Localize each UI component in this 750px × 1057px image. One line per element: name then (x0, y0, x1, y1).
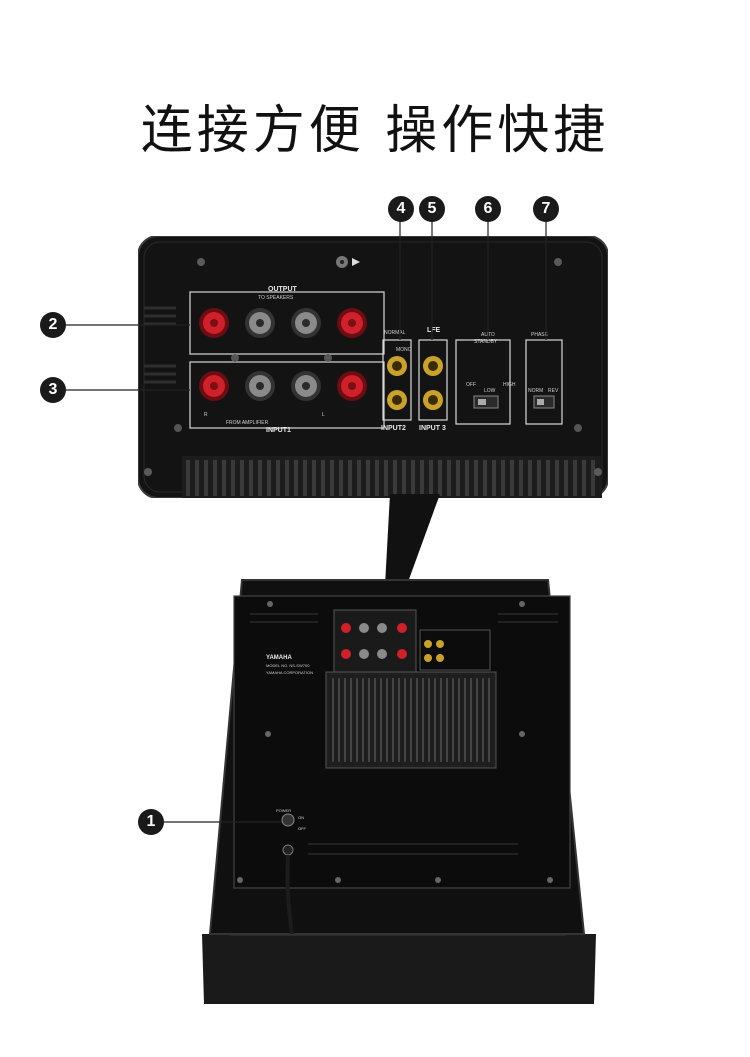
label-standby: STANDBY (474, 339, 498, 345)
device-brand: YAMAHA (266, 655, 292, 661)
label-standby-high: HIGH (503, 382, 516, 388)
label-from-amplifier: FROM AMPLIFIER (226, 420, 269, 426)
label-l-mark: L (322, 412, 325, 418)
device-model: MODEL NO. NS-SW700 (266, 663, 310, 668)
label-lfe: LFE (427, 327, 441, 334)
callout-3: 3 (40, 377, 66, 403)
input3-rca-jacks (423, 356, 443, 410)
power-off-label: OFF (298, 826, 306, 831)
callout-6: 6 (475, 196, 501, 222)
label-mono: MONO (396, 347, 412, 353)
callout-5: 5 (419, 196, 445, 222)
page-headline: 连接方便 操作快捷 (140, 101, 610, 161)
device-corp: YAMAHA CORPORATION (266, 670, 313, 675)
callout-4: 4 (388, 196, 414, 222)
label-input1: INPUT1 (266, 427, 291, 434)
label-input2: INPUT2 (381, 425, 406, 432)
label-standby-off: OFF (466, 382, 476, 388)
label-standby-low: LOW (484, 388, 496, 394)
input2-rca-jacks (387, 356, 407, 410)
input1-terminals (199, 371, 367, 401)
label-rev: REV (548, 388, 559, 394)
label-to-speakers: TO SPEAKERS (258, 295, 294, 301)
label-input3: INPUT 3 (419, 425, 446, 432)
callout-2: 2 (40, 312, 66, 338)
subwoofer-device (202, 579, 596, 1004)
label-r-mark: R (204, 412, 208, 418)
zoom-funnel (384, 494, 440, 604)
label-phase: PHASE (531, 332, 548, 338)
power-on-label: ON (298, 815, 304, 820)
zoomed-rear-panel (138, 236, 608, 498)
label-norm: NORM (528, 388, 544, 394)
label-normal: NORMAL (384, 330, 406, 336)
label-output: OUTPUT (268, 286, 297, 293)
power-label: POWER (276, 808, 292, 813)
callout-1: 1 (138, 809, 164, 835)
callout-7: 7 (533, 196, 559, 222)
output-terminals (199, 308, 367, 338)
